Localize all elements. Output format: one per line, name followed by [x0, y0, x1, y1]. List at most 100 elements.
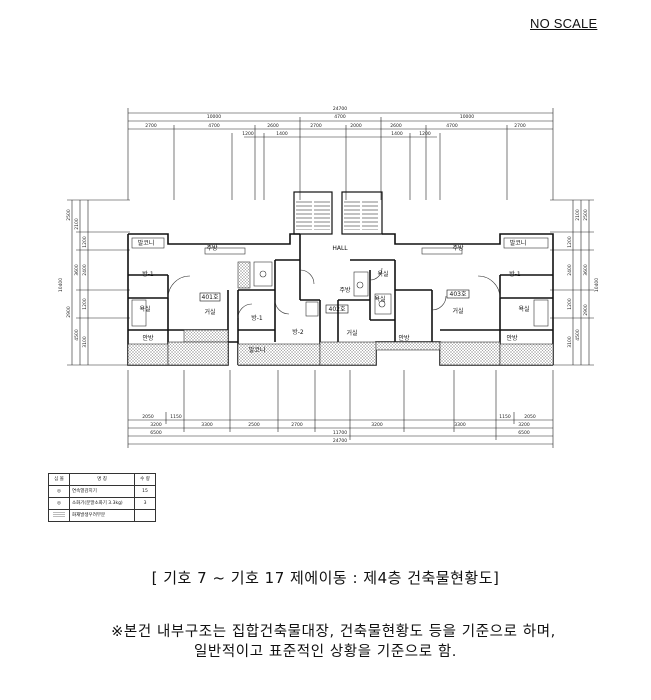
- svg-text:2050: 2050: [524, 414, 536, 420]
- room-bath-mid: 욕실: [377, 270, 388, 278]
- bottom-dimension-lines: [127, 370, 554, 448]
- dim-top-r4-1: 1200: [242, 131, 254, 137]
- room-1-right: 방-1: [509, 270, 521, 278]
- dim-top-r3-6: 2600: [390, 123, 402, 129]
- svg-text:1150: 1150: [499, 414, 511, 420]
- unit-403: 403호: [450, 291, 467, 298]
- room-bath-right: 욕실: [518, 305, 529, 313]
- legend-header-symbol: 심 볼: [48, 473, 70, 486]
- hall-label: HALL: [332, 245, 348, 252]
- room-balcony-left: 발코니: [138, 239, 155, 247]
- room-balcony-mid: 발코니: [249, 346, 266, 354]
- svg-text:3200: 3200: [518, 422, 530, 428]
- svg-text:3200: 3200: [150, 422, 162, 428]
- dim-top-r2-2: 4700: [334, 114, 346, 120]
- legend-row: ◎ 소화기(분말소화기 3.3kg) 3: [48, 497, 156, 510]
- legend-name: 소화기(분말소화기 3.3kg): [69, 497, 135, 510]
- svg-text:6500: 6500: [150, 430, 162, 436]
- svg-text:1200: 1200: [82, 298, 88, 310]
- legend-name: 연속열감지기: [69, 485, 135, 498]
- svg-text:11700: 11700: [333, 430, 347, 436]
- svg-text:2400: 2400: [567, 264, 573, 276]
- top-dimension-text: 24700 10000 4700 10000 2700 4700 2600 27…: [145, 106, 526, 137]
- dim-top-r3-7: 4700: [446, 123, 458, 129]
- svg-text:3100: 3100: [82, 336, 88, 348]
- svg-text:2500: 2500: [248, 422, 260, 428]
- legend-row: ◎ 연속열감지기 15: [48, 485, 156, 498]
- room-balcony-right: 발코니: [510, 239, 527, 247]
- extinguisher-icon: ◎: [48, 497, 70, 510]
- dim-top-r3-2: 4700: [208, 123, 220, 129]
- svg-text:2100: 2100: [575, 209, 581, 221]
- unit-401: 401호: [202, 294, 219, 301]
- detector-icon: ◎: [48, 485, 70, 498]
- bottom-dimension-text: 2050 1150 1150 2050 3200 3300 2500 2700 …: [142, 414, 536, 444]
- no-scale-label: NO SCALE: [530, 16, 598, 31]
- fire-risk-areas: [127, 261, 554, 366]
- legend-qty: [134, 509, 156, 522]
- legend-qty: 15: [134, 485, 156, 498]
- svg-text:1150: 1150: [170, 414, 182, 420]
- svg-text:2700: 2700: [291, 422, 303, 428]
- top-dimension-lines: [127, 108, 554, 200]
- svg-text:3200: 3200: [371, 422, 383, 428]
- svg-text:1200: 1200: [82, 236, 88, 248]
- svg-text:1200: 1200: [567, 298, 573, 310]
- note-line-1: ※본건 내부구조는 집합건축물대장, 건축물현황도 등을 기준으로 하며,: [111, 624, 556, 640]
- room-living-right: 거실: [452, 307, 463, 315]
- svg-text:2500: 2500: [66, 209, 72, 221]
- room-kitchen-right: 주방: [452, 244, 464, 252]
- svg-text:10400: 10400: [58, 278, 64, 292]
- room-bedroom-right-a: 안방: [398, 334, 410, 342]
- unit-402: 402호: [329, 306, 346, 313]
- svg-text:3100: 3100: [567, 336, 573, 348]
- dim-top-r2-1: 10000: [207, 114, 221, 120]
- svg-text:2500: 2500: [583, 209, 589, 221]
- svg-text:6500: 6500: [518, 430, 530, 436]
- svg-text:2900: 2900: [66, 306, 72, 318]
- svg-text:2900: 2900: [583, 304, 589, 316]
- dim-top-r2-3: 10000: [460, 114, 474, 120]
- svg-text:2050: 2050: [142, 414, 154, 420]
- svg-text:3300: 3300: [454, 422, 466, 428]
- dim-top-total: 24700: [333, 106, 347, 112]
- right-dimension-text: 2100 2500 1200 3600 2400 10400 2900 1200…: [567, 209, 600, 348]
- room-2-mid: 방-2: [292, 328, 304, 336]
- legend-qty: 3: [134, 497, 156, 510]
- svg-text:1200: 1200: [567, 236, 573, 248]
- room-bath-mid-2: 욕실: [374, 295, 385, 303]
- legend-table: 심 볼 명 칭 수 량 ◎ 연속열감지기 15 ◎ 소화기(분말소화기 3.3k…: [48, 473, 156, 522]
- legend-name: 화재발생우려부분: [69, 509, 135, 522]
- svg-text:24700: 24700: [333, 438, 347, 444]
- svg-text:10400: 10400: [594, 278, 600, 292]
- hatch-swatch-icon: [48, 509, 70, 522]
- svg-text:3600: 3600: [74, 264, 80, 276]
- room-bedroom-right-b: 안방: [506, 334, 518, 342]
- room-kitchen-mid: 주방: [339, 286, 351, 294]
- legend-header-name: 명 칭: [69, 473, 135, 486]
- dim-top-r3-4: 2700: [310, 123, 322, 129]
- room-living-mid: 거실: [346, 329, 357, 337]
- left-dimension-text: 2500 2100 1200 3600 2400 10400 2900 1200…: [58, 209, 88, 348]
- note-line-2: 일반적이고 표준적인 상황을 기준으로 함.: [193, 644, 458, 660]
- svg-text:2100: 2100: [74, 218, 80, 230]
- svg-text:4500: 4500: [575, 329, 581, 341]
- right-dimension-lines: [550, 199, 594, 366]
- dim-top-r4-3: 1400: [391, 131, 403, 137]
- dim-top-r3-5: 2000: [350, 123, 362, 129]
- dim-top-r4-4: 1200: [419, 131, 431, 137]
- stair-left: [296, 200, 312, 230]
- stair-left-2: [314, 200, 330, 230]
- dim-top-r4-2: 1400: [276, 131, 288, 137]
- room-living-left: 거실: [204, 308, 215, 316]
- room-bath-left: 욕실: [139, 305, 150, 313]
- unit-badge-boxes: [199, 289, 470, 314]
- dim-top-r3-8: 2700: [514, 123, 526, 129]
- room-1-left: 방-1: [142, 270, 154, 278]
- room-labels: 발코니 주방 방-1 욕실 401호 거실 안방 HALL 방-1 방-2 발코…: [138, 239, 530, 354]
- legend-row: 화재발생우려부분: [48, 509, 156, 522]
- svg-text:4500: 4500: [74, 329, 80, 341]
- svg-text:2400: 2400: [82, 264, 88, 276]
- legend-header-qty: 수 량: [134, 473, 156, 486]
